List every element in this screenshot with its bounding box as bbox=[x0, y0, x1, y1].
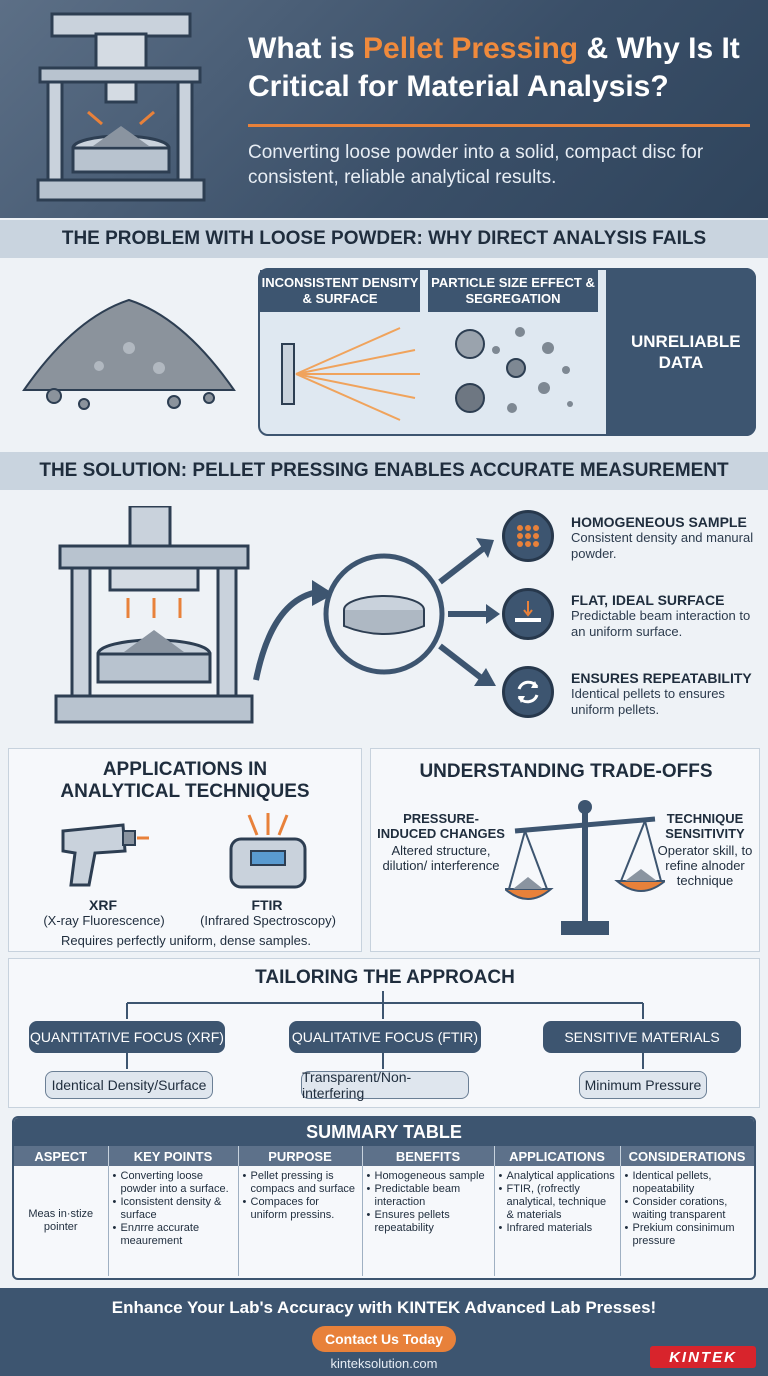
page-subtitle: Converting loose powder into a solid, co… bbox=[248, 142, 704, 188]
tailoring-tree-lines bbox=[126, 991, 644, 1069]
page-title: What is Pellet Pressing & Why Is It Crit… bbox=[248, 32, 740, 103]
xrf-gun-icon bbox=[61, 823, 149, 887]
focus-quantitative: QUANTITATIVE FOCUS (XRF) bbox=[29, 1021, 225, 1053]
cell-applications: Analytical applicationsFTIR, (rofrectly … bbox=[494, 1166, 621, 1276]
tradeoffs-heading: UNDERSTANDING TRADE-OFFS bbox=[419, 761, 713, 782]
bullet-list: Converting loose powder into a surface.I… bbox=[113, 1170, 234, 1248]
tradeoff-left-title: PRESSURE-INDUCED CHANGES bbox=[377, 811, 505, 841]
bullet-list: Pellet pressing is compacs and surfaceCo… bbox=[243, 1170, 358, 1222]
list-item: Ensures pellets repeatability bbox=[367, 1209, 490, 1235]
feature-title: ENSURES REPEATABILITY bbox=[571, 670, 752, 686]
particle-size-icon bbox=[455, 327, 573, 413]
contact-us-button[interactable]: Contact Us Today bbox=[312, 1326, 456, 1352]
list-item: Pellet pressing is compacs and surface bbox=[243, 1170, 358, 1196]
cell-benefits: Homogeneous samplePredictable beam inter… bbox=[362, 1166, 495, 1276]
tailoring-card: TAILORING THE APPROACH QUANTITATIVE FOCU… bbox=[8, 958, 760, 1108]
table-header-key-points: KEY POINTS bbox=[108, 1146, 239, 1166]
result-sensitive: Minimum Pressure bbox=[579, 1071, 707, 1099]
feature-desc: Identical pellets to ensures uniform pel… bbox=[571, 686, 725, 717]
feature-repeatability: ENSURES REPEATABILITY Identical pellets … bbox=[571, 670, 761, 718]
table-row: Meas in·stize pointer Converting loose p… bbox=[14, 1166, 754, 1276]
result-quantitative: Identical Density/Surface bbox=[45, 1071, 213, 1099]
cta-headline: Enhance Your Lab's Accuracy with KINTEK … bbox=[111, 1298, 657, 1317]
feature-title: FLAT, IDEAL SURFACE bbox=[571, 592, 725, 608]
ftir-label: FTIR bbox=[251, 897, 283, 913]
cell-purpose: Pellet pressing is compacs and surfaceCo… bbox=[238, 1166, 363, 1276]
applications-heading: APPLICATIONS IN ANALYTICAL TECHNIQUES bbox=[60, 759, 310, 802]
bullet-list: Homogeneous samplePredictable beam inter… bbox=[367, 1170, 490, 1235]
cell-considerations: Identical pellets, nopeatabilityConsider… bbox=[620, 1166, 754, 1276]
applications-card: APPLICATIONS IN ANALYTICAL TECHNIQUES XR… bbox=[8, 748, 362, 952]
list-item: Iconsistent density & surface bbox=[113, 1196, 234, 1222]
title-divider bbox=[248, 124, 750, 127]
website-link[interactable]: kinteksolution.com bbox=[330, 1356, 438, 1371]
list-item: FTIR, (rofrectly analytical, technique &… bbox=[499, 1183, 616, 1222]
scatter-beam-icon bbox=[281, 327, 420, 421]
pellet-output-icon bbox=[253, 538, 500, 686]
applications-note: Requires perfectly uniform, dense sample… bbox=[60, 933, 311, 948]
bullet-list: Identical pellets, nopeatabilityConsider… bbox=[625, 1170, 750, 1248]
solution-panel: HOMOGENEOUS SAMPLE Consistent density an… bbox=[0, 490, 768, 742]
table-header-considerations: CONSIDERATIONS bbox=[620, 1146, 754, 1166]
repeat-icon bbox=[502, 666, 554, 718]
header-banner: What is Pellet Pressing & Why Is It Crit… bbox=[0, 0, 768, 218]
summary-title: SUMMARY TABLE bbox=[14, 1118, 754, 1146]
problem-box-particle: PARTICLE SIZE EFFECT & SEGREGATION bbox=[428, 270, 598, 312]
table-header-aspect: ASPECT bbox=[14, 1146, 109, 1166]
list-item: Prekium consinimum pressure bbox=[625, 1222, 750, 1248]
tailoring-heading: TAILORING THE APPROACH bbox=[255, 967, 515, 988]
cell-aspect: Meas in·stize pointer bbox=[14, 1166, 109, 1276]
press-machine-icon bbox=[54, 506, 254, 724]
list-item: Homogeneous sample bbox=[367, 1170, 490, 1183]
list-item: Enлrre accurate meaurement bbox=[113, 1222, 234, 1248]
list-item: Predictable beam interaction bbox=[367, 1183, 490, 1209]
cell-key-points: Converting loose powder into a surface.I… bbox=[108, 1166, 239, 1276]
kintek-logo: KINTEK bbox=[650, 1346, 756, 1368]
powder-pile-icon bbox=[22, 298, 236, 410]
feature-title: HOMOGENEOUS SAMPLE bbox=[571, 514, 747, 530]
tradeoffs-card: UNDERSTANDING TRADE-OFFS PRESSURE-INDUCE… bbox=[370, 748, 760, 952]
tradeoff-right-title: TECHNIQUE SENSITIVITY bbox=[665, 811, 745, 841]
hydraulic-press-icon bbox=[36, 12, 206, 202]
feature-homogeneous: HOMOGENEOUS SAMPLE Consistent density an… bbox=[571, 514, 761, 562]
result-qualitative: Transparent/Non-interfering bbox=[301, 1069, 469, 1101]
homogeneous-icon bbox=[502, 510, 554, 562]
feature-desc: Consistent density and manural powder. bbox=[571, 530, 754, 561]
list-item: Infrared materials bbox=[499, 1222, 616, 1235]
focus-sensitive: SENSITIVE MATERIALS bbox=[543, 1021, 741, 1053]
focus-qualitative: QUALITATIVE FOCUS (FTIR) bbox=[289, 1021, 481, 1053]
list-item: Identical pellets, nopeatability bbox=[625, 1170, 750, 1196]
footer-cta: Enhance Your Lab's Accuracy with KINTEK … bbox=[0, 1288, 768, 1376]
feature-desc: Predictable beam interaction to an unifo… bbox=[571, 608, 751, 639]
list-item: Consider corations, waiting transparent bbox=[625, 1196, 750, 1222]
feature-flat-surface: FLAT, IDEAL SURFACE Predictable beam int… bbox=[571, 592, 761, 640]
unreliable-data-box: UNRELIABLE DATA bbox=[606, 268, 756, 436]
table-header-purpose: PURPOSE bbox=[238, 1146, 363, 1166]
tradeoff-right-desc: Operator skill, to refine alnoder techni… bbox=[657, 843, 753, 888]
list-item: Compaces for uniform pressins. bbox=[243, 1196, 358, 1222]
list-item: Converting loose powder into a surface. bbox=[113, 1170, 234, 1196]
ftir-instrument-icon bbox=[229, 813, 307, 889]
balance-scale-icon bbox=[505, 800, 665, 935]
table-header-applications: APPLICATIONS bbox=[494, 1146, 621, 1166]
solution-heading: THE SOLUTION: PELLET PRESSING ENABLES AC… bbox=[0, 452, 768, 490]
flat-surface-icon bbox=[502, 588, 554, 640]
bullet-list: Analytical applicationsFTIR, (rofrectly … bbox=[499, 1170, 616, 1235]
unreliable-data-label: UNRELIABLE DATA bbox=[631, 332, 741, 372]
tradeoff-left-desc: Altered structure, dilution/ interferenc… bbox=[382, 843, 500, 873]
xrf-label: XRF bbox=[89, 897, 117, 913]
xrf-fullname: (X-ray Fluorescence) bbox=[43, 913, 165, 928]
problem-panel: INCONSISTENT DENSITY & SURFACE PARTICLE … bbox=[0, 258, 768, 448]
problem-heading: THE PROBLEM WITH LOOSE POWDER: WHY DIREC… bbox=[0, 220, 768, 258]
ftir-fullname: (Infrared Spectroscopy) bbox=[200, 913, 336, 928]
problem-box-density: INCONSISTENT DENSITY & SURFACE bbox=[260, 270, 420, 312]
table-header-benefits: BENEFITS bbox=[362, 1146, 495, 1166]
list-item: Analytical applications bbox=[499, 1170, 616, 1183]
